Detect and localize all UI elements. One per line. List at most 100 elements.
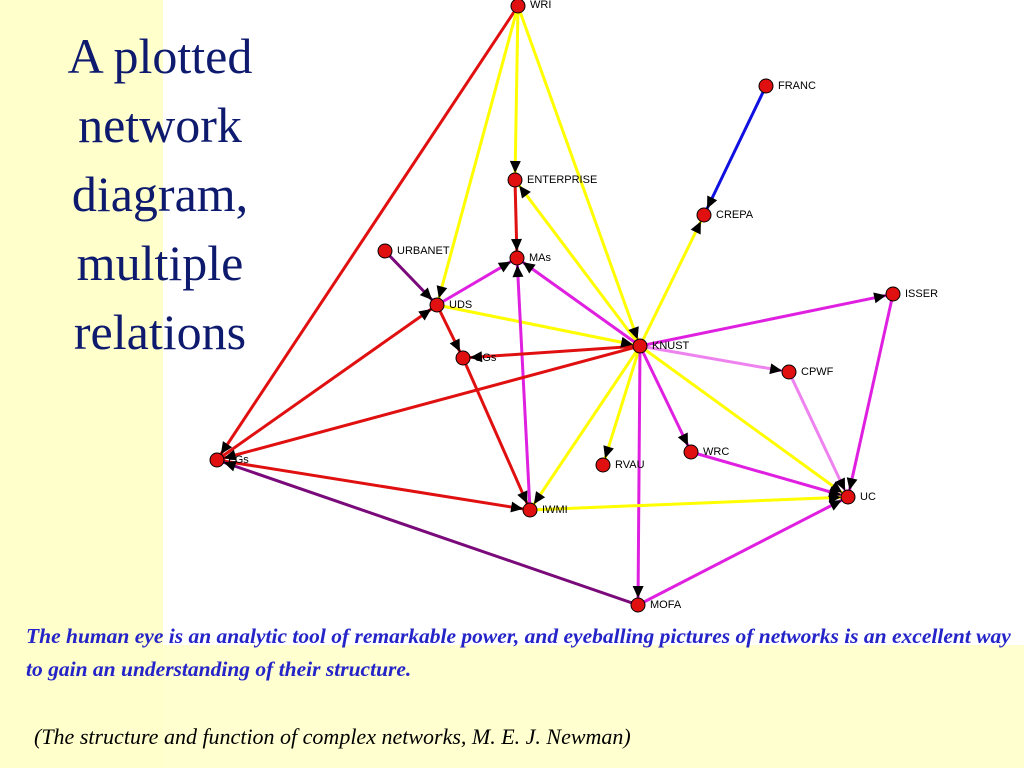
arrowhead-knust-enterprise <box>519 185 531 199</box>
arrowhead-knust-rvau <box>603 445 614 459</box>
node-marker-franc <box>758 78 774 94</box>
edge-knust-mofa <box>636 345 642 606</box>
arrowhead-sgs-iwmi <box>517 490 528 504</box>
node-marker-uc <box>840 489 856 505</box>
edge-franc-crepa <box>702 85 768 216</box>
node-label-cpwf: CPWF <box>801 366 834 378</box>
node-label-wri: WRI <box>530 0 551 11</box>
node-knust: KNUST <box>632 338 690 354</box>
arrowhead-wri-uds <box>436 285 448 299</box>
node-mas: MAs <box>509 250 552 266</box>
node-label-enterprise: ENTERPRISE <box>527 174 597 186</box>
node-uds: UDS <box>429 297 472 313</box>
arrowhead-knust-isser <box>873 292 887 304</box>
node-enterprise: ENTERPRISE <box>507 172 597 188</box>
arrowhead-cpwf-uc <box>834 477 846 491</box>
edge-knust-cpwf <box>639 344 790 374</box>
node-label-franc: FRANC <box>778 80 816 92</box>
node-marker-mas <box>509 250 525 266</box>
node-marker-knust <box>632 338 648 354</box>
arrowhead-iwmi-mas <box>512 264 524 278</box>
edge-knust-fgs <box>216 344 641 462</box>
arrowhead-fgs-iwmi <box>510 501 524 513</box>
newman-quote: The human eye is an analytic tool of rem… <box>26 624 1011 681</box>
node-iwmi: IWMI <box>522 502 568 518</box>
arrowhead-mofa-uc <box>828 500 842 511</box>
edge-knust-crepa <box>638 214 706 347</box>
node-fgs: FGs <box>209 452 249 468</box>
edge-mofa-uc <box>637 495 849 607</box>
edge-uds-knust <box>436 303 641 348</box>
node-sgs: SGs <box>455 350 497 366</box>
edges-layer <box>215 5 895 607</box>
edge-wrc-uc <box>690 450 849 499</box>
node-marker-uds <box>429 297 445 313</box>
node-marker-urbanet <box>377 243 393 259</box>
edge-sgs-iwmi <box>461 357 532 511</box>
node-mofa: MOFA <box>630 597 682 613</box>
arrowhead-urbanet-uds <box>419 287 433 300</box>
node-isser: ISSER <box>885 286 938 302</box>
arrowhead-uds-sgs <box>449 338 460 352</box>
node-wri: WRI <box>510 0 551 14</box>
node-marker-mofa <box>630 597 646 613</box>
arrowheads-layer <box>220 160 887 599</box>
node-franc: FRANC <box>758 78 816 94</box>
arrowhead-wri-fgs <box>220 441 233 455</box>
arrowhead-iwmi-uc <box>828 492 842 504</box>
node-label-isser: ISSER <box>905 288 938 300</box>
node-cpwf: CPWF <box>781 364 834 380</box>
arrowhead-knust-sgs <box>469 351 483 363</box>
arrowhead-uds-knust <box>620 336 634 348</box>
arrowhead-franc-crepa <box>707 195 718 209</box>
node-marker-crepa <box>696 207 712 223</box>
arrowhead-knust-mas <box>522 262 536 274</box>
arrowhead-wri-enterprise <box>509 160 521 174</box>
node-marker-wri <box>510 0 526 14</box>
arrowhead-knust-iwmi <box>533 491 546 505</box>
network-diagram: WRIFRANCENTERPRISECREPAURBANETMAsUDSISSE… <box>209 0 938 613</box>
edge-iwmi-mas <box>515 257 532 511</box>
node-label-sgs: SGs <box>475 352 497 364</box>
node-wrc: WRC <box>683 444 729 460</box>
slide-title: A plotted network diagram, multiple rela… <box>67 28 253 360</box>
node-label-uds: UDS <box>449 299 472 311</box>
arrowhead-knust-crepa <box>690 221 701 235</box>
edge-knust-uc <box>639 344 849 499</box>
arrowhead-wri-knust <box>628 326 639 340</box>
edge-wri-uds <box>435 5 520 306</box>
node-label-urbanet: URBANET <box>397 245 450 257</box>
node-label-mas: MAs <box>529 252 552 264</box>
edge-knust-wrc <box>638 345 693 453</box>
node-label-uc: UC <box>860 491 876 503</box>
node-marker-rvau <box>595 457 611 473</box>
node-uc: UC <box>840 489 876 505</box>
arrowhead-knust-cpwf <box>769 363 783 375</box>
arrowhead-knust-mofa <box>632 585 644 599</box>
edge-knust-sgs <box>462 344 641 360</box>
node-urbanet: URBANET <box>377 243 450 259</box>
node-label-mofa: MOFA <box>650 599 682 611</box>
node-marker-enterprise <box>507 172 523 188</box>
edge-iwmi-uc <box>529 495 849 512</box>
edge-wri-knust <box>516 5 642 347</box>
edge-wri-enterprise <box>513 5 520 181</box>
node-marker-wrc <box>683 444 699 460</box>
edge-knust-iwmi <box>528 345 642 511</box>
edge-knust-mas <box>516 256 641 348</box>
edge-mofa-fgs <box>216 458 639 607</box>
node-label-knust: KNUST <box>652 340 690 352</box>
node-label-rvau: RVAU <box>615 459 645 471</box>
quote-citation: (The structure and function of complex n… <box>34 724 631 749</box>
edge-knust-enterprise <box>513 179 642 347</box>
node-label-fgs: FGs <box>228 454 249 466</box>
arrowhead-mofa-fgs <box>223 460 237 472</box>
node-marker-fgs <box>209 452 225 468</box>
arrowhead-knust-wrc <box>677 432 688 446</box>
left-background-band <box>0 0 163 768</box>
arrowhead-isser-uc <box>846 477 858 491</box>
edge-cpwf-uc <box>787 371 850 498</box>
edge-isser-uc <box>846 293 895 498</box>
edge-knust-rvau <box>601 345 642 466</box>
nodes-layer: WRIFRANCENTERPRISECREPAURBANETMAsUDSISSE… <box>209 0 938 613</box>
